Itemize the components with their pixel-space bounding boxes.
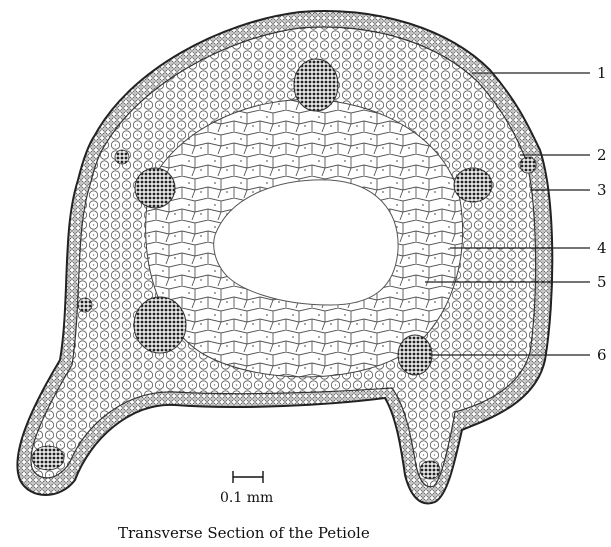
- vascular-bundle: [135, 168, 175, 208]
- vascular-bundle-small: [420, 461, 440, 479]
- label-2: 2: [597, 146, 607, 164]
- label-1: 1: [597, 64, 607, 82]
- vascular-bundle-small: [115, 150, 129, 164]
- vascular-bundle-small: [78, 298, 92, 312]
- vascular-bundle: [294, 59, 338, 111]
- label-5: 5: [597, 273, 607, 291]
- figure-caption: Transverse Section of the Petiole: [118, 524, 370, 542]
- label-6: 6: [597, 346, 607, 364]
- vascular-bundle-small: [32, 446, 64, 470]
- label-3: 3: [597, 181, 607, 199]
- vascular-bundle: [398, 335, 432, 375]
- label-4: 4: [597, 239, 607, 257]
- scale-bar-label: 0.1 mm: [220, 490, 273, 506]
- vascular-bundle-small: [520, 157, 536, 173]
- scale-bar: [233, 471, 263, 483]
- vascular-bundle: [454, 168, 492, 202]
- vascular-bundle: [134, 297, 186, 353]
